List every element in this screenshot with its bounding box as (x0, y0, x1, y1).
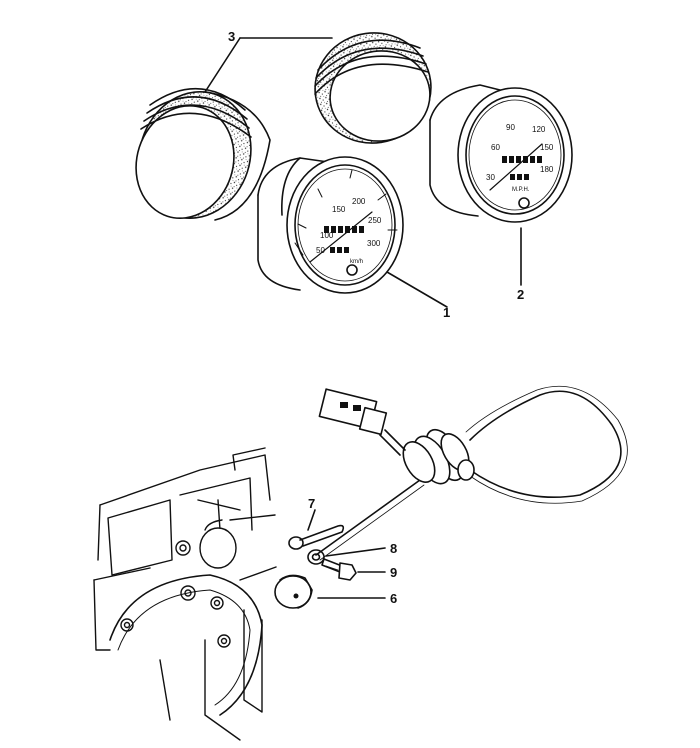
kmh-dial-labels: 50 100 150 200 250 300 km/h (316, 197, 382, 265)
speedometer-mph (429, 84, 573, 223)
washer (307, 549, 325, 565)
mph-tick-label: 60 (491, 143, 500, 152)
mph-tick-label: 30 (486, 173, 495, 182)
leader-3a (204, 37, 241, 93)
mph-dial-labels: 30 60 90 120 150 180 M.P.H. (486, 123, 554, 193)
kmh-tick-label: 300 (367, 239, 381, 248)
kmh-unit-label: km/h (350, 259, 363, 265)
mph-odometer-windows (502, 156, 542, 180)
leader-7 (307, 509, 316, 531)
callout-6: 6 (390, 591, 398, 606)
rubber-ring-right (314, 32, 432, 144)
kmh-tick-label: 150 (332, 205, 346, 214)
callout-7: 7 (308, 496, 316, 511)
callout-9: 9 (390, 565, 398, 580)
speedometer-cable (315, 386, 628, 561)
engine-housing (93, 447, 277, 741)
bolt (321, 558, 357, 581)
sender-unit (274, 574, 313, 609)
callout-8: 8 (390, 541, 398, 556)
kmh-tick-label: 200 (352, 197, 366, 206)
retaining-clip (288, 524, 345, 550)
leader-1 (386, 271, 448, 308)
kmh-tick-label: 250 (368, 216, 382, 225)
mph-tick-label: 180 (540, 165, 554, 174)
electrical-connector (318, 388, 406, 456)
kmh-odometer-windows (324, 226, 364, 253)
speedometer-kmh (257, 156, 404, 294)
callout-1: 1 (443, 305, 451, 320)
mph-tick-label: 150 (540, 143, 554, 152)
callout-3: 3 (228, 29, 236, 44)
kmh-tick-label: 100 (320, 231, 334, 240)
leader-8 (325, 547, 386, 557)
cable-grommet (402, 428, 475, 485)
mph-tick-label: 90 (506, 123, 515, 132)
mph-unit-label: M.P.H. (512, 187, 530, 193)
callout-2: 2 (517, 287, 525, 302)
rubber-ring-left (135, 87, 271, 221)
mph-tick-label: 120 (532, 125, 546, 134)
kmh-tick-label: 50 (316, 246, 325, 255)
